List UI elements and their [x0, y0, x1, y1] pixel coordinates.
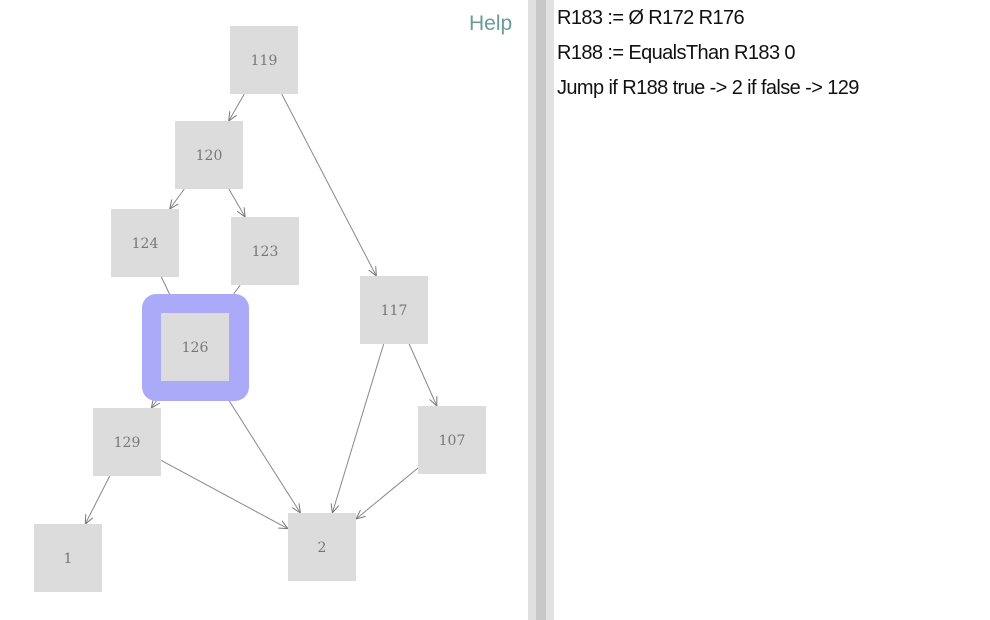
- node-label: 126: [182, 340, 209, 356]
- edge-117-107: [408, 343, 437, 406]
- edge-129-2: [160, 459, 288, 528]
- node-box[interactable]: [34, 524, 102, 592]
- node-label: 107: [439, 433, 466, 449]
- graph-node-119[interactable]: 119: [230, 26, 298, 94]
- node-box[interactable]: [418, 406, 486, 474]
- graph-node-107[interactable]: 107: [418, 406, 486, 474]
- instruction-list: R183 := Ø R172 R176 R188 := EqualsThan R…: [557, 2, 859, 107]
- node-label: 129: [114, 435, 141, 451]
- graph-node-129[interactable]: 129: [93, 408, 161, 476]
- edge-107-2: [356, 467, 419, 519]
- instruction-line: R183 := Ø R172 R176: [557, 7, 745, 29]
- node-label: 119: [251, 53, 278, 69]
- splitter-handle[interactable]: [536, 0, 546, 620]
- node-box[interactable]: [111, 209, 179, 277]
- graph-node-123[interactable]: 123: [231, 217, 299, 285]
- instruction-line: R188 := EqualsThan R183 0: [557, 42, 796, 64]
- node-box[interactable]: [161, 313, 229, 381]
- node-box[interactable]: [230, 26, 298, 94]
- graph-node-1[interactable]: 1: [34, 524, 102, 592]
- graph-node-126[interactable]: 126: [142, 294, 249, 401]
- node-box[interactable]: [93, 408, 161, 476]
- edge-129-1: [85, 475, 111, 524]
- node-label: 120: [196, 148, 223, 164]
- node-label: 123: [252, 244, 279, 260]
- node-label: 117: [381, 303, 408, 319]
- graph-node-120[interactable]: 120: [175, 121, 243, 189]
- edge-119-120: [229, 93, 245, 121]
- graph-node-2[interactable]: 2: [288, 513, 356, 581]
- splitter-edge: [546, 0, 554, 620]
- help-link[interactable]: Help: [469, 12, 513, 35]
- edge-126-2: [216, 380, 301, 513]
- control-flow-graph[interactable]: 119 120 124 123 126 117 129 107 1 2: [0, 0, 528, 620]
- node-box[interactable]: [175, 121, 243, 189]
- node-label: 1: [64, 551, 73, 567]
- node-box[interactable]: [288, 513, 356, 581]
- graph-node-117[interactable]: 117: [360, 276, 428, 344]
- edge-120-123: [228, 188, 245, 217]
- node-label: 124: [132, 236, 159, 252]
- node-box[interactable]: [360, 276, 428, 344]
- splitter-edge: [528, 0, 536, 620]
- graph-node-124[interactable]: 124: [111, 209, 179, 277]
- instruction-line: Jump if R188 true -> 2 if false -> 129: [557, 77, 859, 99]
- node-label: 2: [318, 540, 327, 556]
- edge-119-117: [281, 93, 377, 276]
- node-box[interactable]: [231, 217, 299, 285]
- edge-117-2: [332, 343, 385, 513]
- edge-120-124: [170, 188, 185, 209]
